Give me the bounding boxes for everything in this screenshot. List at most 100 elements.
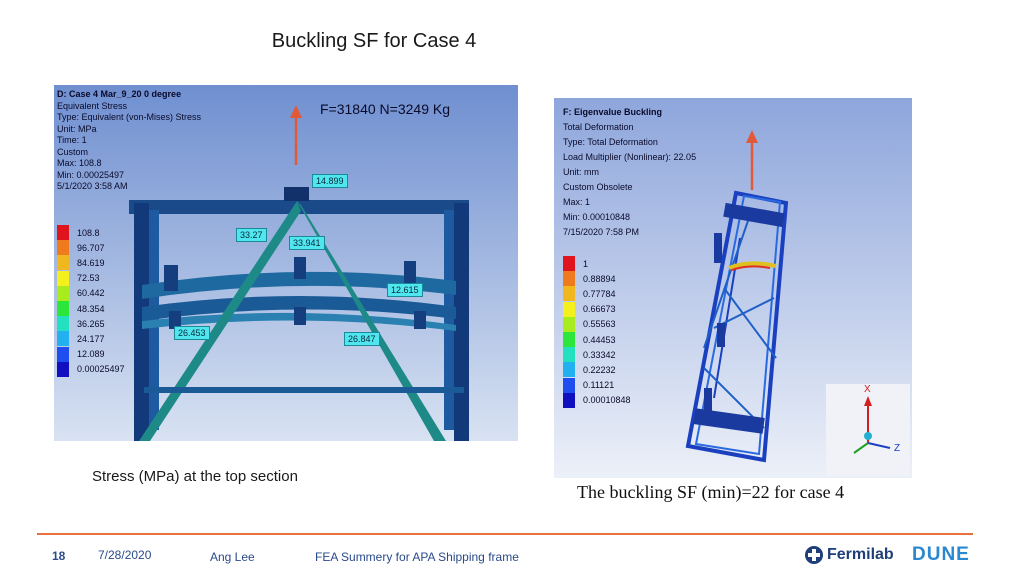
buckling-result-info: F: Eigenvalue Buckling Total Deformation…: [563, 105, 696, 240]
legend-row: 0.22232: [563, 362, 631, 378]
legend-swatch: [563, 286, 575, 302]
info-line: Max: 108.8: [57, 158, 102, 168]
legend-swatch: [57, 240, 69, 256]
axis-x-label: X: [864, 384, 871, 395]
info-line: Max: 1: [563, 197, 591, 207]
legend-row: 0.33342: [563, 347, 631, 363]
probe-label: 26.453: [174, 326, 210, 340]
stress-result-info: D: Case 4 Mar_9_20 0 degree Equivalent S…: [57, 89, 201, 193]
axis-z-label: Z: [894, 443, 901, 454]
page-number: 18: [52, 549, 66, 563]
legend-swatch: [563, 332, 575, 348]
info-line: Total Deformation: [563, 122, 634, 132]
legend-swatch: [57, 346, 69, 362]
legend-row: 108.8: [57, 225, 125, 241]
fermilab-wordmark: Fermilab: [827, 546, 894, 563]
stress-result-panel: F=31840 N=3249 Kg D: Case 4 Mar_9_20 0 d…: [54, 85, 518, 441]
deformation-color-legend: 1 0.88894 0.77784 0.66673 0.55563 0.44453 0.33…: [563, 256, 631, 408]
legend-row: 0.00025497: [57, 361, 125, 377]
legend-value: 0.11121: [583, 380, 615, 391]
probe-label: 33.27: [236, 228, 267, 242]
info-line: Equivalent Stress: [57, 100, 128, 111]
legend-value: 0.77784: [583, 288, 616, 299]
legend-value: 0.33342: [583, 349, 616, 360]
legend-value: 84.619: [77, 257, 105, 268]
slide-title: Buckling SF for Case 4: [271, 30, 477, 52]
legend-row: 1: [563, 256, 631, 272]
info-line: Unit: MPa: [57, 123, 97, 134]
legend-value: 0.00010848: [583, 395, 631, 406]
legend-swatch: [57, 301, 69, 317]
legend-value: 0.44453: [583, 334, 616, 345]
probe-label: 12.615: [387, 283, 423, 297]
info-line: Min: 0.00025497: [57, 169, 125, 180]
legend-swatch: [57, 361, 69, 377]
legend-row: 0.77784: [563, 286, 631, 302]
info-line: Load Multiplier (Nonlinear): 22.05: [563, 152, 697, 162]
legend-swatch: [57, 255, 69, 271]
info-line: Type: Equivalent (von-Mises) Stress: [57, 112, 202, 122]
force-label: F=31840 N=3249 Kg: [320, 101, 450, 117]
legend-value: 1: [583, 258, 589, 269]
legend-value: 48.354: [77, 303, 105, 314]
legend-row: 24.177: [57, 331, 125, 347]
footer-date: 7/28/2020: [98, 548, 152, 562]
legend-swatch: [563, 377, 575, 393]
legend-row: 0.55563: [563, 316, 631, 332]
legend-value: 0.88894: [583, 273, 616, 284]
probe-label: 14.899: [312, 174, 348, 188]
legend-value: 0.66673: [583, 304, 616, 315]
info-line: F: Eigenvalue Buckling: [563, 107, 663, 117]
legend-row: 60.442: [57, 285, 125, 301]
legend-row: 48.354: [57, 301, 125, 317]
probe-label: 26.847: [344, 332, 380, 346]
legend-row: 84.619: [57, 255, 125, 271]
legend-value: 12.089: [77, 349, 105, 360]
info-line: 7/15/2020 7:58 PM: [563, 227, 640, 237]
legend-row: 96.707: [57, 240, 125, 256]
legend-row: 0.00010848: [563, 392, 631, 408]
info-line: Time: 1: [57, 135, 87, 145]
legend-swatch: [563, 301, 575, 317]
legend-value: 36.265: [77, 318, 105, 329]
fermilab-icon: [805, 546, 823, 564]
legend-value: 72.53: [77, 273, 100, 284]
legend-swatch: [57, 270, 69, 286]
legend-swatch: [57, 331, 69, 347]
info-line: Custom Obsolete: [563, 182, 633, 192]
info-line: Type: Total Deformation: [563, 137, 658, 147]
legend-value: 108.8: [77, 227, 100, 238]
legend-value: 0.55563: [583, 319, 616, 330]
legend-value: 24.177: [77, 333, 105, 344]
footer-subject: FEA Summery for APA Shipping frame: [315, 550, 519, 564]
legend-row: 0.66673: [563, 301, 631, 317]
legend-swatch: [563, 316, 575, 332]
right-caption: The buckling SF (min)=22 for case 4: [577, 482, 845, 502]
legend-swatch: [563, 271, 575, 287]
legend-swatch: [57, 225, 69, 241]
legend-row: 36.265: [57, 316, 125, 332]
legend-swatch: [57, 316, 69, 332]
legend-value: 60.442: [77, 288, 105, 299]
left-caption: Stress (MPa) at the top section: [92, 468, 298, 485]
probe-label: 33.941: [289, 236, 325, 250]
frame-buckling-model: [685, 130, 910, 476]
footer-author: Ang Lee: [210, 550, 255, 564]
legend-row: 0.11121: [563, 377, 631, 393]
frame-stress-model: [129, 105, 469, 441]
info-line: 5/1/2020 3:58 AM: [57, 181, 128, 191]
legend-value: 0.22232: [583, 364, 616, 375]
legend-row: 72.53: [57, 270, 125, 286]
fermilab-logo: Fermilab: [804, 545, 894, 565]
legend-swatch: [563, 347, 575, 363]
legend-swatch: [563, 362, 575, 378]
info-line: Unit: mm: [563, 167, 599, 177]
buckling-result-panel: X Z F: Eigenvalue Buckling Total Deforma…: [554, 98, 912, 478]
info-line: Min: 0.00010848: [563, 212, 631, 222]
legend-swatch: [57, 285, 69, 301]
legend-value: 0.00025497: [77, 364, 125, 375]
legend-row: 12.089: [57, 346, 125, 362]
legend-swatch: [563, 392, 575, 408]
info-line: D: Case 4 Mar_9_20 0 degree: [57, 89, 182, 99]
